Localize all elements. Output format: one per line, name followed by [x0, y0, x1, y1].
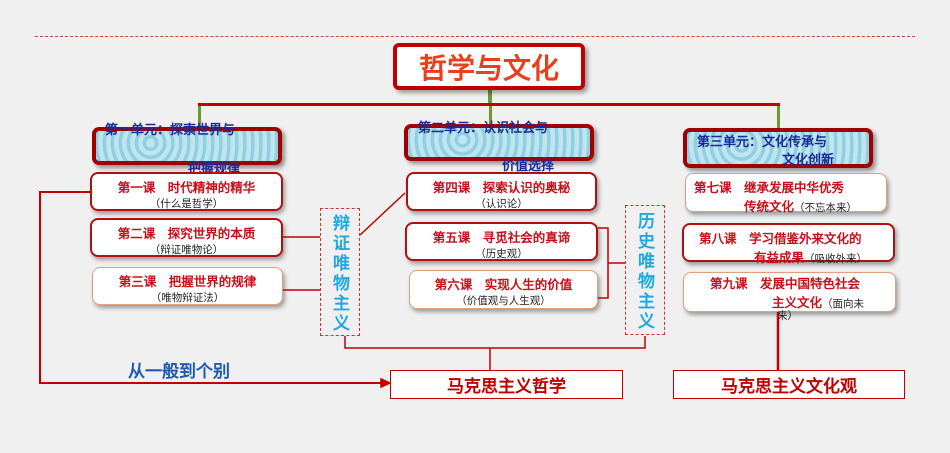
lesson-subtitle: （吸收外来）	[804, 253, 868, 265]
lesson-4: 第四课 探索认识的奥秘 （认识论）	[406, 172, 597, 211]
general-to-specific-label: 从一般到个别	[128, 362, 230, 382]
unit-2-line1: 第二单元：认识社会与	[418, 121, 549, 136]
lesson-subtitle: （什么是哲学）	[149, 198, 224, 210]
unit-3-line2: 文化创新	[782, 153, 835, 168]
historical-materialism-label: 历史唯物主义	[625, 205, 665, 335]
lesson-subtitle: （不忘本来）	[794, 202, 858, 214]
lesson-1: 第一课 时代精神的精华 （什么是哲学）	[90, 172, 283, 211]
lesson-2: 第二课 探究世界的本质 （辩证唯物论）	[90, 218, 283, 257]
lesson-title-cont: 传统文化	[744, 199, 795, 214]
lesson-subtitle-cont: 来）	[777, 310, 798, 322]
lesson-title: 第八课 学习借鉴外来文化的	[699, 231, 862, 246]
lesson-title: 第四课 探索认识的奥秘	[432, 180, 571, 195]
lesson-title: 第五课 寻觅社会的真谛	[432, 230, 571, 245]
lesson-subtitle: （辩证唯物论）	[149, 244, 224, 256]
lesson-subtitle: （价值观与人生观）	[456, 295, 551, 307]
lesson-title-cont: 主义文化	[772, 295, 823, 310]
lesson-8: 第八课 学习借鉴外来文化的有益成果（吸收外来）	[682, 223, 895, 265]
lesson-subtitle: （认识论）	[475, 198, 528, 210]
lesson-title-cont: 有益成果	[754, 250, 805, 265]
lesson-5: 第五课 寻觅社会的真谛 （历史观）	[405, 222, 598, 261]
lesson-subtitle: （面向未	[822, 298, 865, 310]
lesson-3: 第三课 把握世界的规律 （唯物辩证法）	[92, 267, 283, 305]
lesson-subtitle: （唯物辩证法）	[150, 292, 225, 304]
lesson-subtitle: （历史观）	[475, 248, 528, 260]
unit-2-line2: 价值选择	[502, 159, 555, 174]
lesson-title: 第七课 继承发展中华优秀	[694, 180, 845, 195]
connector	[777, 106, 780, 128]
unit-3-box	[683, 128, 873, 168]
unit-1-box	[92, 127, 282, 165]
unit-3-line1: 第三单元：文化传承与	[697, 135, 828, 150]
top-dashed-divider	[35, 36, 915, 37]
connector	[198, 103, 780, 106]
connector	[489, 106, 492, 125]
marxist-philosophy-box: 马克思主义哲学	[390, 370, 623, 399]
unit-2-box	[404, 124, 594, 161]
connector	[198, 106, 201, 126]
lesson-9: 第九课 发展中国特色社会主义文化（面向未来）	[683, 272, 896, 321]
lesson-title: 第六课 实现人生的价值	[434, 277, 573, 292]
marxist-culture-box: 马克思主义文化观	[673, 370, 905, 399]
connector	[488, 90, 492, 104]
lesson-7: 第七课 继承发展中华优秀传统文化（不忘本来）	[685, 173, 887, 214]
lesson-6: 第六课 实现人生的价值 （价值观与人生观）	[409, 270, 598, 309]
lesson-title: 第一课 时代精神的精华	[117, 180, 256, 195]
lesson-title: 第九课 发展中国特色社会	[710, 276, 861, 291]
lesson-title: 第二课 探究世界的本质	[117, 226, 256, 241]
unit-1-line1: 第一单元：探索世界与	[105, 123, 236, 138]
lesson-title: 第三课 把握世界的规律	[118, 274, 257, 289]
dialectical-materialism-label: 辩证唯物主义	[320, 208, 360, 336]
main-title: 哲学与文化	[393, 43, 585, 90]
